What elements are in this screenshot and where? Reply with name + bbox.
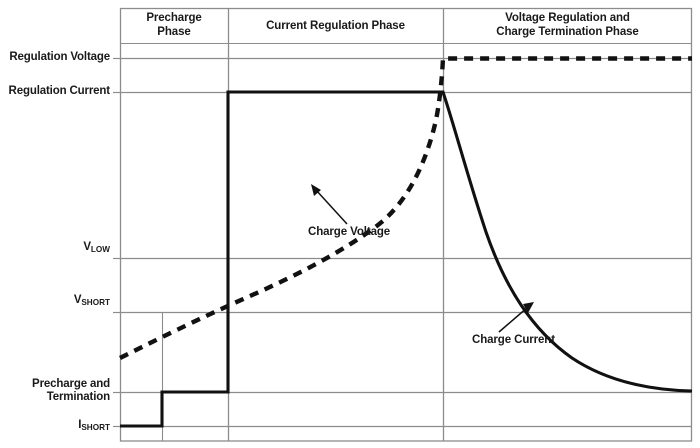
ylabel-i-short-text: I: [78, 419, 82, 431]
ylabel-v-low: VLOW: [0, 241, 110, 254]
ylabel-precharge-and-termination-text: Precharge and Termination: [32, 378, 110, 403]
phase-voltage-regulation-line1: Voltage Regulation and: [505, 12, 630, 24]
ylabel-regulation-voltage: Regulation Voltage: [0, 51, 110, 64]
ylabel-v-low-text: V: [83, 241, 91, 253]
charge-voltage-arrowhead: [311, 184, 321, 196]
ylabel-precharge-and-termination: Precharge and Termination: [0, 378, 110, 404]
charge-current-leader-line: [498, 306, 529, 333]
ylabel-i-short: ISHORT: [0, 419, 110, 432]
phase-label-voltage-regulation: Voltage Regulation and Charge Terminatio…: [443, 12, 692, 39]
charge-voltage-curve: [119, 56, 692, 360]
phase-label-precharge: Precharge Phase: [120, 12, 228, 39]
charge-voltage-leader-line: [315, 189, 348, 225]
annotation-charge-voltage-text: Charge Voltage: [308, 226, 391, 238]
annotation-charge-current-text: Charge Current: [472, 334, 555, 346]
ylabel-v-short-text: V: [73, 294, 82, 306]
phase-precharge-line2: Phase: [157, 25, 191, 38]
phase-precharge-line1: Precharge: [146, 12, 202, 24]
charge-current-curve: [120, 90, 693, 428]
ylabel-i-short-subscript: SHORT: [81, 422, 110, 432]
ylabel-regulation-current-text: Regulation Current: [8, 85, 111, 97]
annotation-leaders: [311, 184, 534, 333]
ylabel-v-low-subscript: LOW: [90, 244, 110, 254]
annotation-charge-current: Charge Current: [472, 334, 555, 346]
ylabel-v-short: VSHORT: [0, 294, 110, 307]
ylabel-regulation-current: Regulation Current: [0, 85, 111, 98]
phase-label-current-regulation: Current Regulation Phase: [228, 20, 443, 34]
ylabel-regulation-voltage-text: Regulation Voltage: [9, 51, 110, 63]
phase-voltage-regulation-line2: Charge Termination Phase: [496, 25, 639, 38]
charge-current-arrowhead: [523, 302, 534, 313]
axis-ticks: [113, 57, 121, 428]
plot-frame: [119, 7, 693, 442]
annotation-charge-voltage: Charge Voltage: [308, 226, 390, 238]
phase-current-regulation-line1: Current Regulation Phase: [266, 20, 405, 32]
ylabel-v-short-subscript: SHORT: [81, 297, 110, 307]
